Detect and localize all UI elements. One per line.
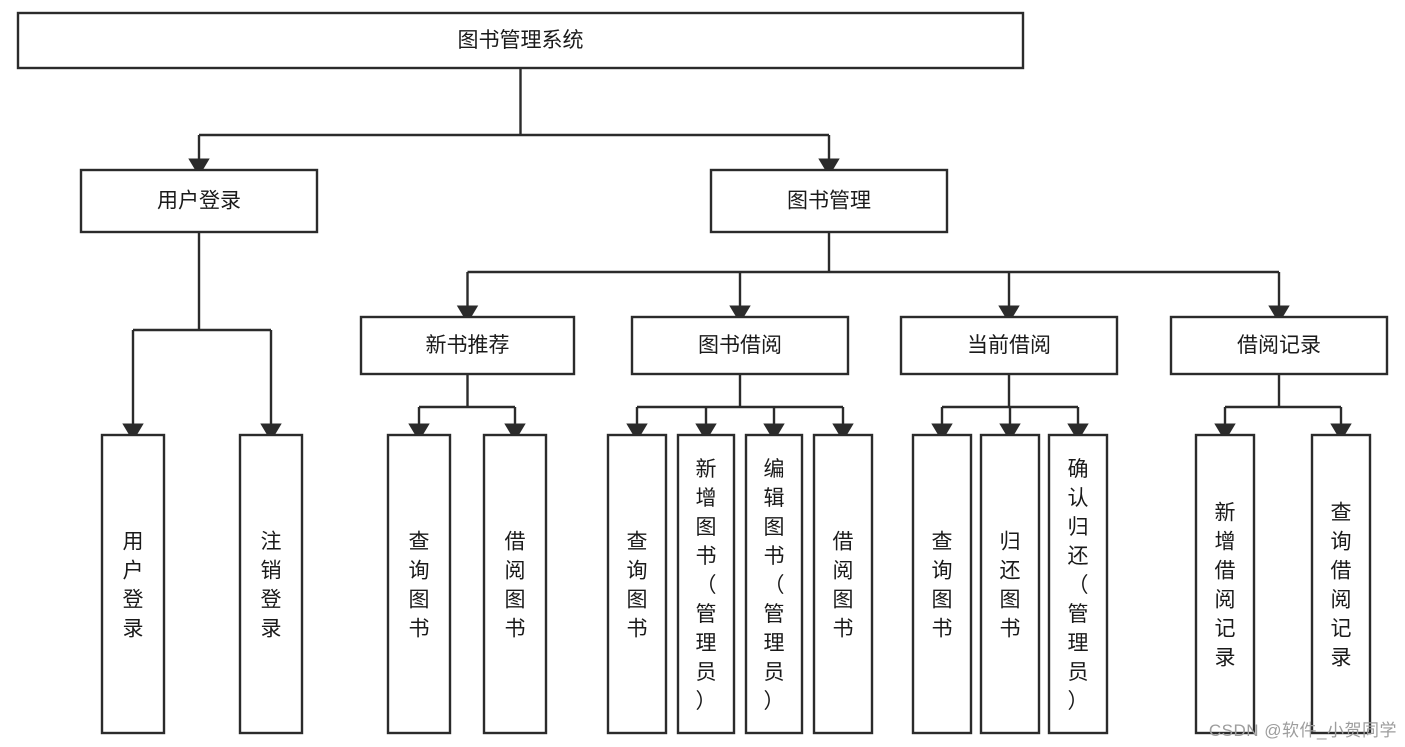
connector-layer [122,68,1352,442]
node-book-borrow-rect[interactable] [630,315,850,376]
node-leaf-add-record[interactable]: 新增借阅记录 [1194,433,1256,735]
node-leaf-query-book-3[interactable]: 查询图书 [911,433,973,735]
node-leaf-borrow-book-1-rect[interactable] [482,433,548,735]
node-book-manage[interactable]: 图书管理 [709,168,949,234]
node-leaf-confirm-return-rect[interactable] [1047,433,1109,735]
node-user-login-rect[interactable] [79,168,319,234]
node-book-borrow-label: 图书借阅 [698,334,782,357]
node-new-book-rec[interactable]: 新书推荐 [359,315,576,376]
node-book-manage-label: 图书管理 [787,190,871,213]
node-leaf-edit-book[interactable]: 编辑图书（管理员） [744,433,804,735]
node-leaf-confirm-return-label: 确认归还（管理员） [1068,458,1089,713]
node-leaf-user-login-label: 用户登录 [123,531,144,641]
node-leaf-edit-book-rect[interactable] [744,433,804,735]
node-leaf-query-book-3-label: 查询图书 [932,531,953,641]
node-leaf-add-book[interactable]: 新增图书（管理员） [676,433,736,735]
node-leaf-query-book-2-label: 查询图书 [627,531,648,641]
node-leaf-confirm-return[interactable]: 确认归还（管理员） [1047,433,1109,735]
node-leaf-user-login-rect[interactable] [100,433,166,735]
node-new-book-rec-label: 新书推荐 [426,334,510,357]
node-user-login-label: 用户登录 [157,190,241,213]
node-borrow-record[interactable]: 借阅记录 [1169,315,1389,376]
node-leaf-add-record-rect[interactable] [1194,433,1256,735]
node-leaf-return-book-label: 归还图书 [1000,531,1021,641]
node-leaf-query-book-1-rect[interactable] [386,433,452,735]
node-leaf-borrow-book-1-label: 借阅图书 [505,531,526,641]
node-leaf-query-book-1[interactable]: 查询图书 [386,433,452,735]
node-leaf-logout-rect[interactable] [238,433,304,735]
node-leaf-add-book-rect[interactable] [676,433,736,735]
node-leaf-query-record-label: 查询借阅记录 [1331,502,1352,670]
node-leaf-query-record-rect[interactable] [1310,433,1372,735]
node-leaf-query-book-1-label: 查询图书 [409,531,430,641]
node-leaf-logout-label: 注销登录 [261,531,282,641]
node-current-borrow-rect[interactable] [899,315,1119,376]
node-root[interactable]: 图书管理系统 [16,11,1025,70]
node-borrow-record-rect[interactable] [1169,315,1389,376]
node-leaf-query-book-3-rect[interactable] [911,433,973,735]
node-leaf-borrow-book-1[interactable]: 借阅图书 [482,433,548,735]
node-leaf-return-book-rect[interactable] [979,433,1041,735]
node-new-book-rec-rect[interactable] [359,315,576,376]
node-current-borrow-label: 当前借阅 [967,334,1051,357]
node-leaf-borrow-book-2-label: 借阅图书 [833,531,854,641]
node-root-label: 图书管理系统 [458,29,584,52]
node-layer: 图书管理系统用户登录图书管理新书推荐图书借阅当前借阅借阅记录用户登录注销登录查询… [16,11,1389,735]
node-leaf-add-record-label: 新增借阅记录 [1215,502,1236,670]
node-book-manage-rect[interactable] [709,168,949,234]
node-leaf-borrow-book-2-rect[interactable] [812,433,874,735]
node-user-login[interactable]: 用户登录 [79,168,319,234]
node-current-borrow[interactable]: 当前借阅 [899,315,1119,376]
node-borrow-record-label: 借阅记录 [1237,334,1321,357]
node-leaf-user-login[interactable]: 用户登录 [100,433,166,735]
node-root-rect[interactable] [16,11,1025,70]
node-leaf-add-book-label: 新增图书（管理员） [696,458,717,713]
node-book-borrow[interactable]: 图书借阅 [630,315,850,376]
node-leaf-return-book[interactable]: 归还图书 [979,433,1041,735]
node-leaf-query-record[interactable]: 查询借阅记录 [1310,433,1372,735]
node-leaf-logout[interactable]: 注销登录 [238,433,304,735]
node-leaf-query-book-2-rect[interactable] [606,433,668,735]
node-leaf-borrow-book-2[interactable]: 借阅图书 [812,433,874,735]
node-leaf-edit-book-label: 编辑图书（管理员） [764,458,785,713]
node-leaf-query-book-2[interactable]: 查询图书 [606,433,668,735]
